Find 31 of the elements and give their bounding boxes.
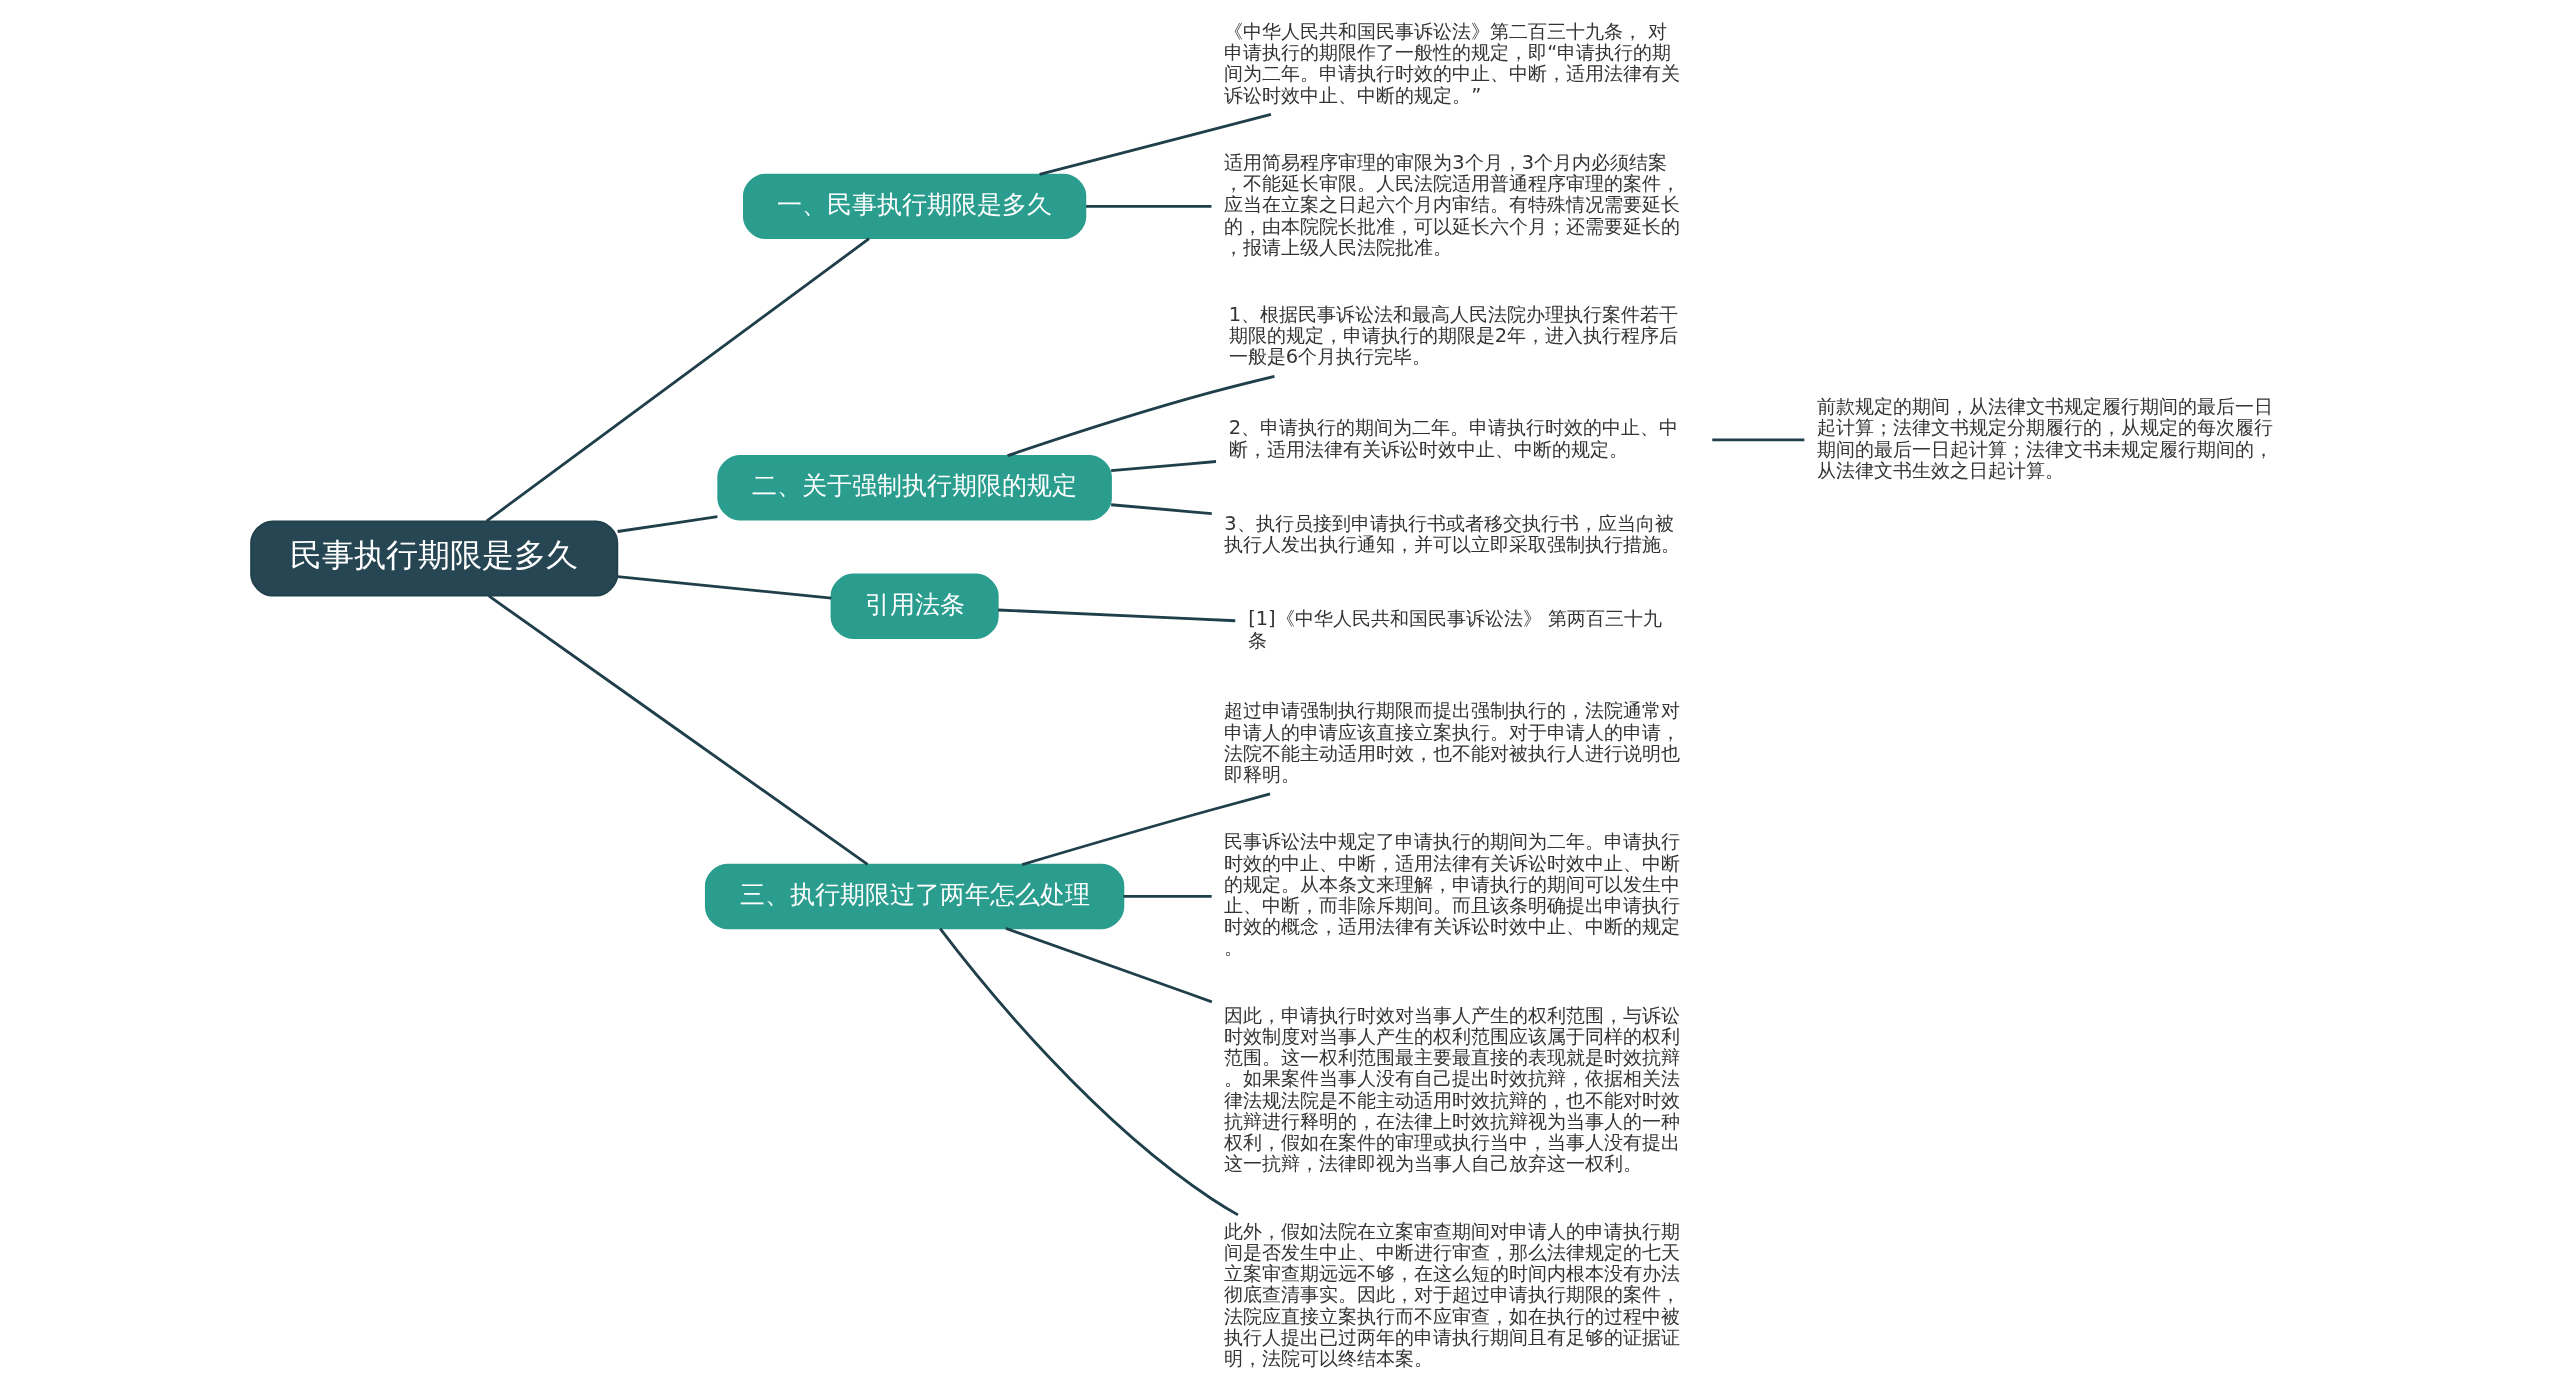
node-text: 1、根据民事诉讼法和最高人民法院办理执行案件若干期限的规定，申请执行的期限是2年，进入执行程序后一般是6个月执行完毕。 xyxy=(1228,303,1679,369)
connector xyxy=(1111,503,1212,515)
node-box: 民事执行期限是多久 xyxy=(250,520,619,597)
node-text: 因此，申请执行时效对当事人产生的权利范围，与诉讼时效制度对当事人产生的权利范围应该属于同样的权利范围。这一权利范围最主要最直接的表现就是时效抗辩。如果案件当事人没有自己提出时效抗辩，依据相关法律法规法院是不能主动适用时效抗辩的，也不能对时效抗辩进行释明的，在法律上时效抗辩视为当事人的一种权利，假如在案件的审理或执行当中，当事人没有提出这一抗辩，法律即视为当事人自己放弃这一权利。 xyxy=(1224,1003,1681,1176)
connector xyxy=(1005,927,1213,1004)
node-box: 三、执行期限过了两年怎么处理 xyxy=(704,863,1125,930)
connector xyxy=(1007,375,1275,458)
connector xyxy=(1123,895,1212,898)
connector xyxy=(488,594,869,866)
node-text: 前款规定的期间，从法律文书规定履行期间的最后一日起计算；法律文书规定分期履行的，从规定的每次履行期间的最后一日起计算；法律文书未规定履行期间的，从法律文书生效之日起计算。 xyxy=(1817,395,2274,482)
node-text: 此外，假如法院在立案审查期间对申请人的申请执行期间是否发生中止、中断进行审查，那么法律规定的七天立案审查期远远不够，在这么短的时间内根本没有办法彻底查清事实。因此，对于超过申请执行期限的案件，法院应直接立案执行而不应审查，如在执行的过程中被执行人提出已过两年的申请执行期间且有足够的证据证明，法院可以终结本案。 xyxy=(1224,1219,1681,1370)
connector xyxy=(998,608,1236,623)
node-text: 2、申请执行的期间为二年。申请执行时效的中止、中断，适用法律有关诉讼时效中止、中断的规定。 xyxy=(1228,416,1679,461)
node-box: 一、民事执行期限是多久 xyxy=(742,173,1087,240)
node-text: [1]《中华人民共和国民事诉讼法》 第两百三十九条 xyxy=(1248,607,1662,652)
node-text: 适用简易程序审理的审限为3个月，3个月内必须结案，不能延长审限。人民法院适用普通程序审理的案件，应当在立案之日起六个月内审结。有特殊情况需要延长的，由本院院长批准，可以延长六个月；还需要延长的，报请上级人民法院批准。 xyxy=(1224,150,1681,259)
node-text: 《中华人民共和国民事诉讼法》第二百三十九条， 对申请执行的期限作了一般性的规定，即“申请执行的期间为二年。申请执行时效的中止、中断，适用法律有关诉讼时效中止、中断的规定。” xyxy=(1224,19,1681,107)
connector xyxy=(1111,460,1217,473)
connector xyxy=(617,515,718,533)
connector xyxy=(1712,438,1805,442)
connector xyxy=(1039,113,1272,176)
connector xyxy=(939,927,1239,1217)
connector xyxy=(1021,792,1271,866)
node-text: 超过申请强制执行期限而提出强制执行的，法院通常对申请人的申请应该直接立案执行。对于申请人的申请，法院不能主动适用时效，也不能对被执行人进行说明也即释明。 xyxy=(1224,699,1681,787)
connector xyxy=(1086,204,1212,208)
node-text: 民事诉讼法中规定了申请执行的期间为二年。申请执行时效的中止、中断，适用法律有关诉讼时效中止、中断的规定。从本条文来理解，申请执行的期间可以发生中止、中断，而非除斥期间。而且该条明确提出申请执行时效的概念，适用法律有关诉讼时效中止、中断的规定。 xyxy=(1224,830,1681,960)
node-text: 3、执行员接到申请执行书或者移交执行书，应当向被执行人发出执行通知，并可以立即采取强制执行措施。 xyxy=(1224,511,1681,557)
connector xyxy=(617,575,832,600)
node-box: 二、关于强制执行期限的规定 xyxy=(717,454,1112,521)
node-box: 引用法条 xyxy=(830,573,999,639)
connector xyxy=(485,237,870,523)
